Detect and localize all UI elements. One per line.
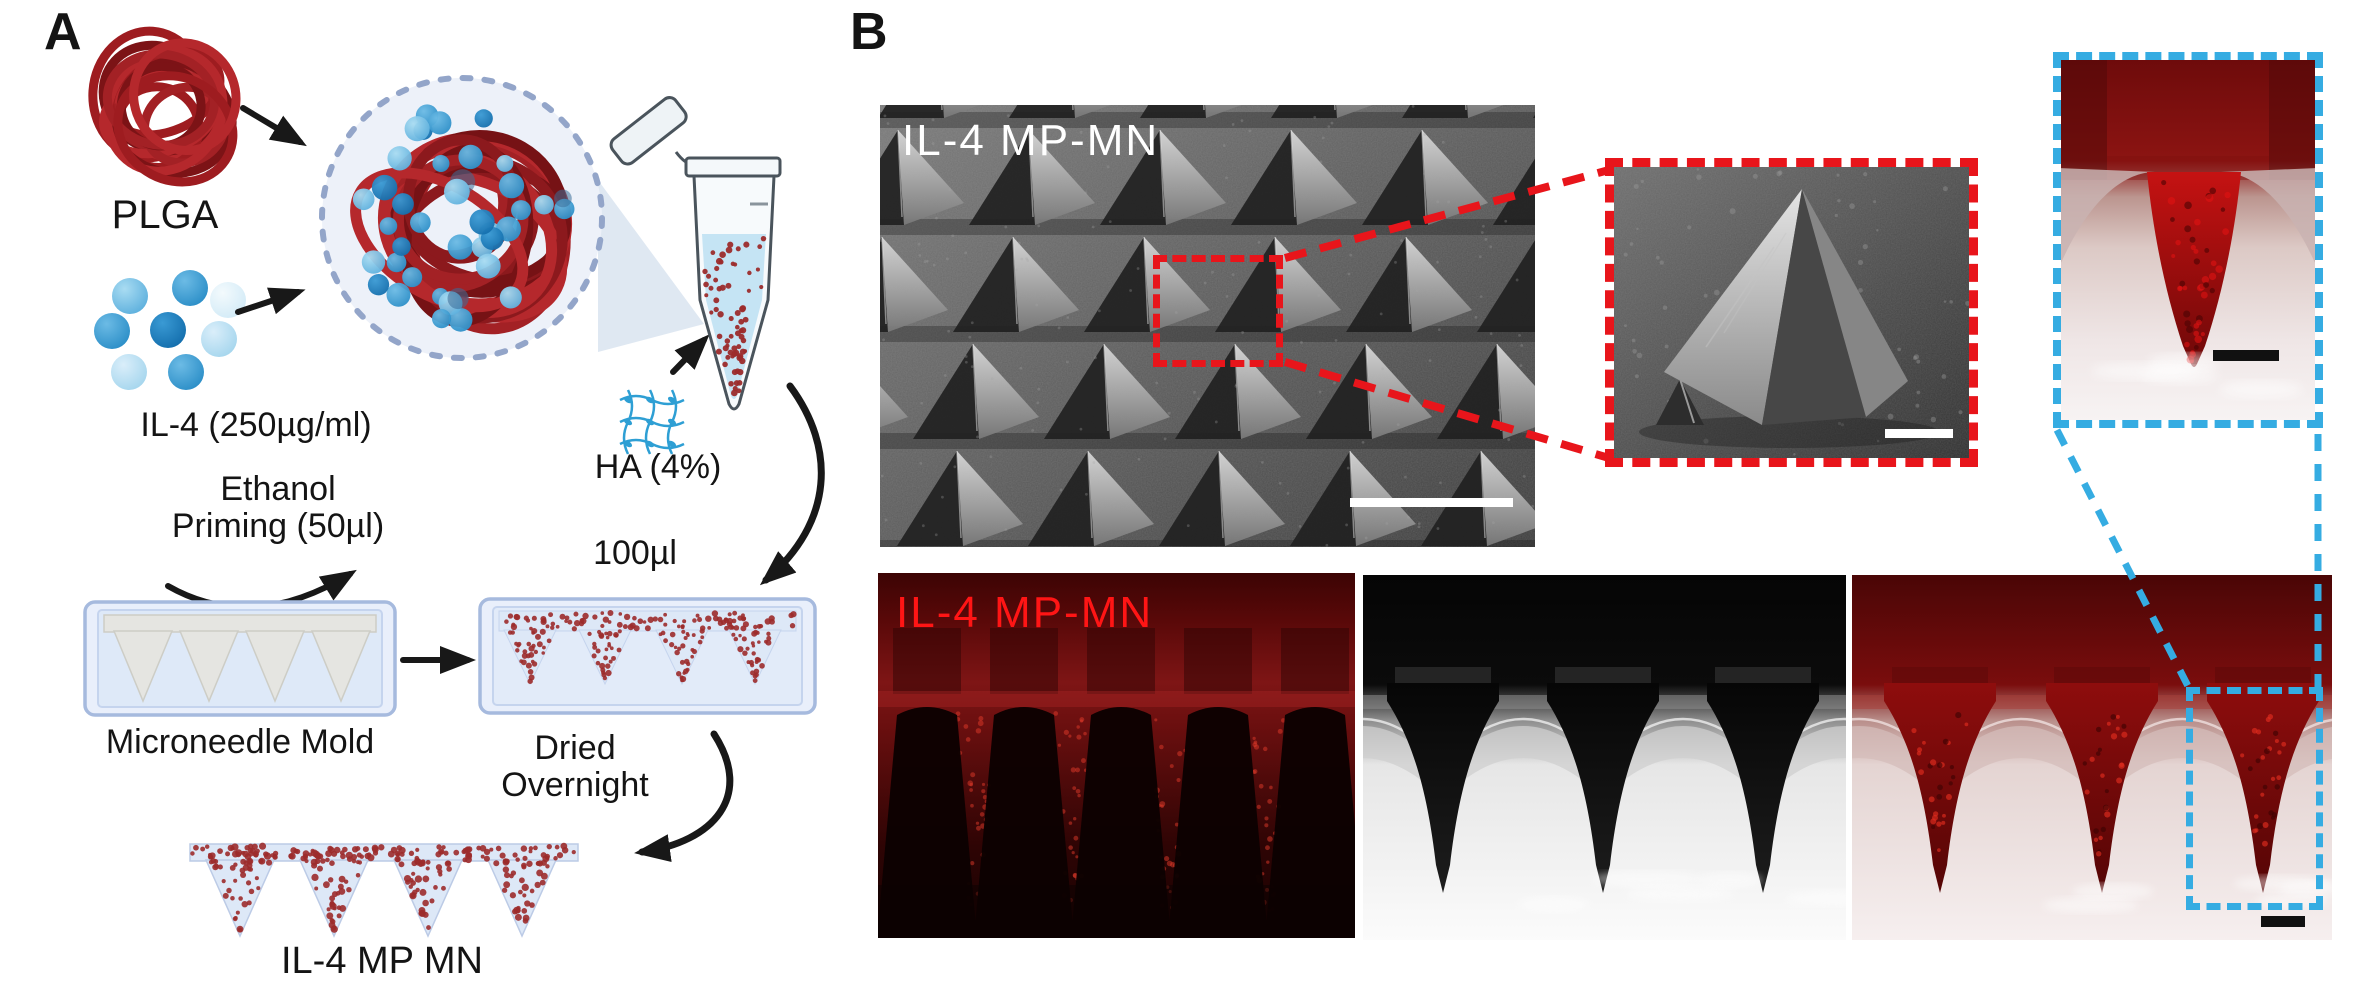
ethanol-priming-label: Ethanol Priming (50µl) [120,471,436,544]
needle-zoom-box [2053,52,2323,428]
merged-image [1852,575,2332,940]
sem-image-label: IL-4 MP-MN [902,116,1160,165]
merged-roi-box [2186,687,2323,910]
volume-label: 100µl [593,534,677,572]
panel-b-label: B [850,3,888,61]
fluorescence-art [878,573,1355,938]
dried-mold-illustration [478,597,817,715]
arrow-icon [235,287,306,315]
microneedle-mold-illustration [83,600,397,717]
plga-polymer-ball [88,26,241,187]
curved-arrow-icon [165,569,357,611]
ha-label: HA (4%) [594,448,722,486]
arrow-icon [240,105,307,147]
ethanol-line2: Priming (50µl) [171,506,385,545]
zoom-cone [598,180,704,352]
final-mn-label: IL-4 MP MN [280,940,483,982]
dried-line1: Dried [534,729,616,767]
sem-inset-box [1605,158,1978,467]
microcentrifuge-tube [609,96,782,411]
microneedle-mold-label: Microneedle Mold [105,723,375,761]
il4-spheres [94,270,246,390]
merged-art [1852,575,2332,940]
brightfield-image [1363,575,1846,940]
dried-overnight-label: Dried Overnight [460,730,690,803]
brightfield-art [1363,575,1846,940]
ethanol-line1: Ethanol [220,470,336,508]
sem-inset-art [1614,167,1969,458]
fluorescence-image-label: IL-4 MP-MN [896,588,1154,637]
curved-arrow-icon [759,382,825,586]
needle-zoom-scale-bar [2213,350,2279,361]
merged-scale-bar [2261,916,2305,927]
panel-a-label: A [44,3,82,61]
sem-roi-box [1153,255,1283,367]
needle-zoom-art [2061,60,2315,420]
tube-cap [609,96,688,166]
microparticle-illustration [319,75,605,361]
plga-label: PLGA [111,193,219,237]
fluorescence-image [878,573,1355,938]
dried-line2: Overnight [501,765,649,804]
final-mn-patch [189,842,579,938]
inset-scale-bar [1885,429,1953,438]
il4-label: IL-4 (250µg/ml) [140,406,372,444]
ha-mesh-icon [619,389,685,455]
sem-scale-bar [1350,498,1513,507]
arrow-icon [670,334,710,375]
